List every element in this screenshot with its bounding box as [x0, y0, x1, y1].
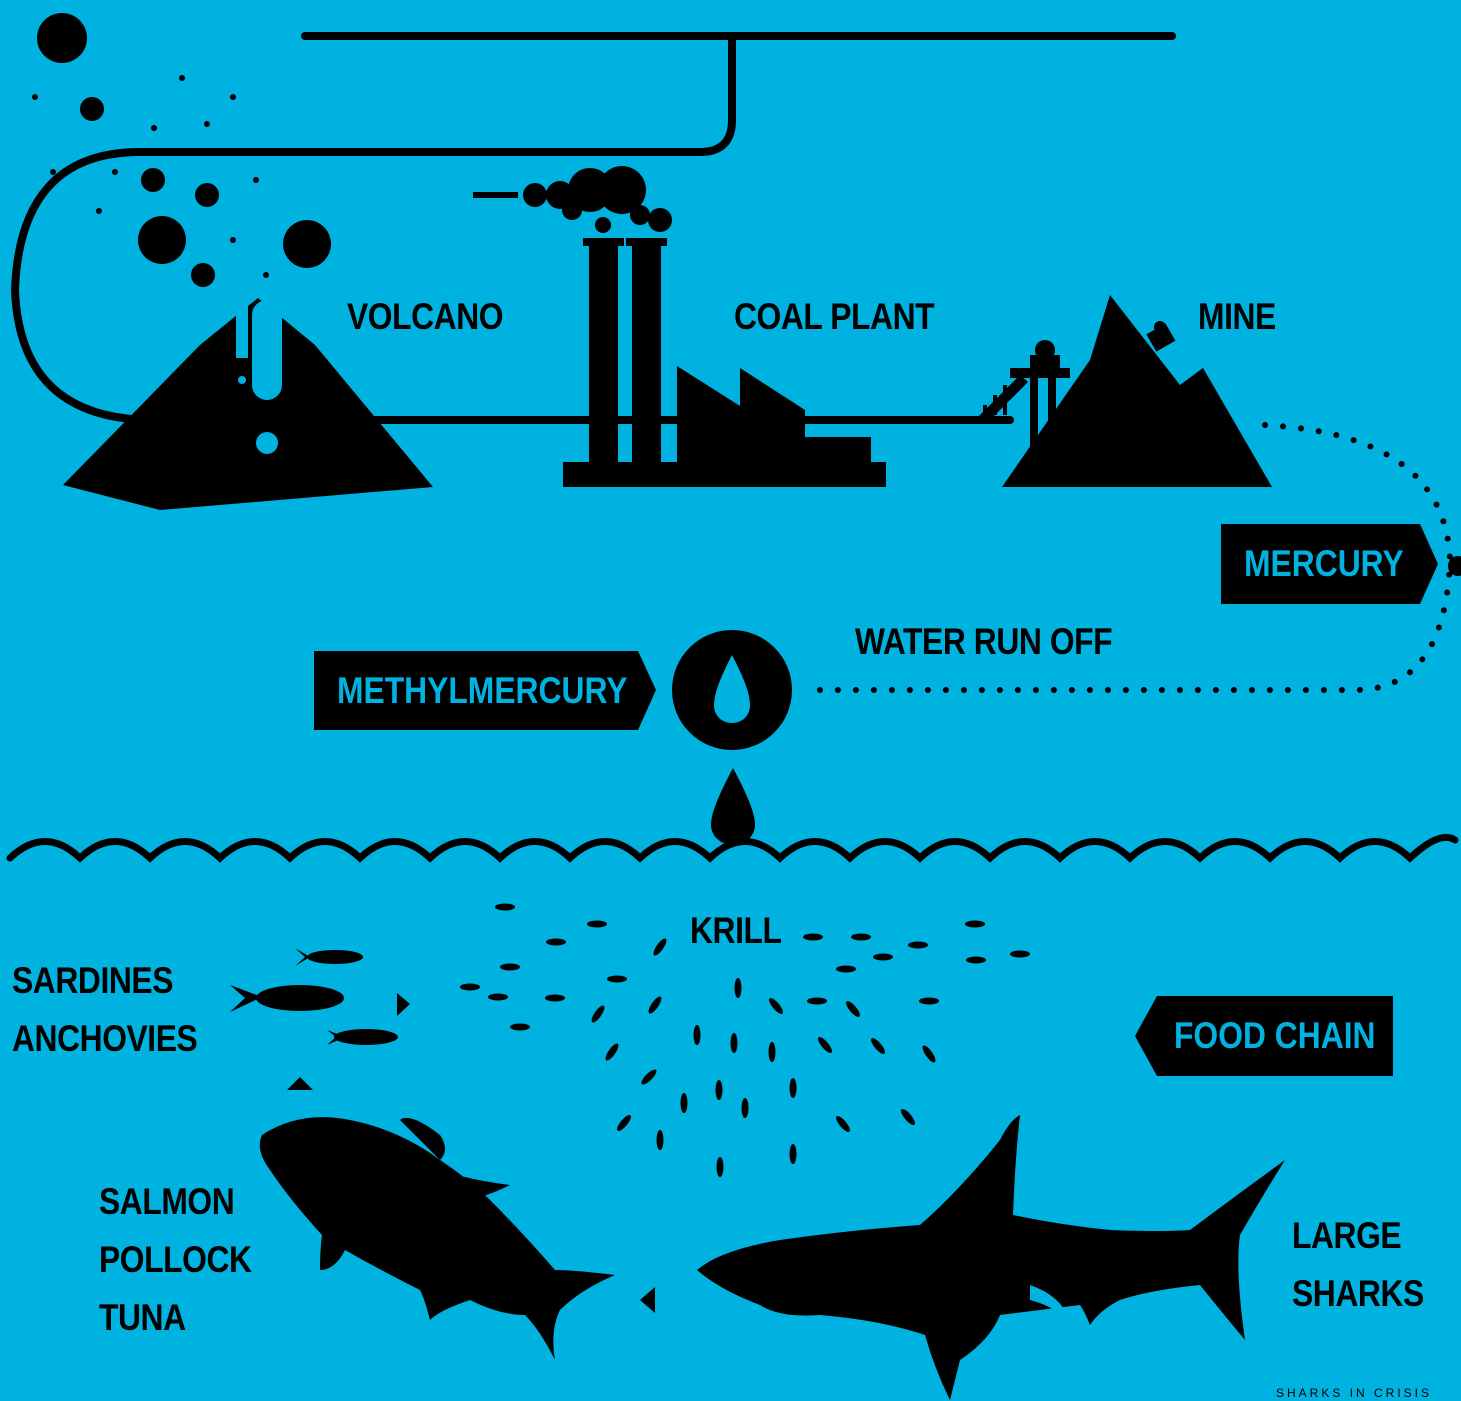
volcano-icon — [32, 13, 433, 510]
footer-credit: SHARKS IN CRISIS — [1276, 1386, 1433, 1400]
water-surface-wave — [6, 833, 1459, 863]
mid-fish-label-2: POLLOCK — [99, 1239, 252, 1280]
volcano-label: VOLCANO — [347, 296, 504, 337]
food-chain-tag-label: FOOD CHAIN — [1174, 1015, 1376, 1056]
small-fish-label-2: ANCHOVIES — [12, 1018, 198, 1059]
coal-plant-label: COAL PLANT — [734, 296, 935, 337]
mid-fish-label-3: TUNA — [99, 1297, 186, 1338]
krill-icon — [460, 903, 1030, 1177]
food-chain-tag-shape — [1135, 996, 1393, 1076]
shark-icon — [697, 1115, 1285, 1400]
tuna-icon — [259, 1117, 615, 1360]
top-predator-label-1: LARGE — [1292, 1215, 1402, 1256]
sardine-icon — [230, 948, 398, 1045]
arrow-up-icon — [287, 1077, 313, 1090]
path-junction-dot — [1448, 556, 1461, 576]
tag-shapes — [314, 524, 1438, 1076]
top-predator-label-2: SHARKS — [1292, 1273, 1424, 1314]
arrow-right-icon — [397, 993, 410, 1016]
coal-plant-icon — [473, 166, 886, 487]
arrow-left-icon — [640, 1287, 655, 1313]
mercury-tag: MERCURY — [1221, 524, 1420, 604]
food-chain-tag: FOOD CHAIN — [1157, 996, 1393, 1076]
flow-arrows — [287, 993, 655, 1313]
mercury-tag-label: MERCURY — [1244, 543, 1404, 584]
krill-label: KRILL — [690, 910, 782, 951]
methylmercury-tag-label: METHYLMERCURY — [337, 669, 628, 711]
mercury-tag-shape — [1221, 524, 1438, 604]
mid-fish-label-1: SALMON — [99, 1181, 235, 1222]
mine-label: MINE — [1198, 296, 1276, 337]
water-run-off-label: WATER RUN OFF — [855, 621, 1113, 662]
methylmercury-tag: METHYLMERCURY — [314, 651, 638, 730]
water-drop-icon — [672, 630, 792, 845]
small-fish-label-1: SARDINES — [12, 960, 173, 1001]
connector-pipe — [10, 32, 1176, 424]
methylmercury-tag-shape — [314, 651, 656, 730]
mine-icon — [975, 295, 1272, 487]
